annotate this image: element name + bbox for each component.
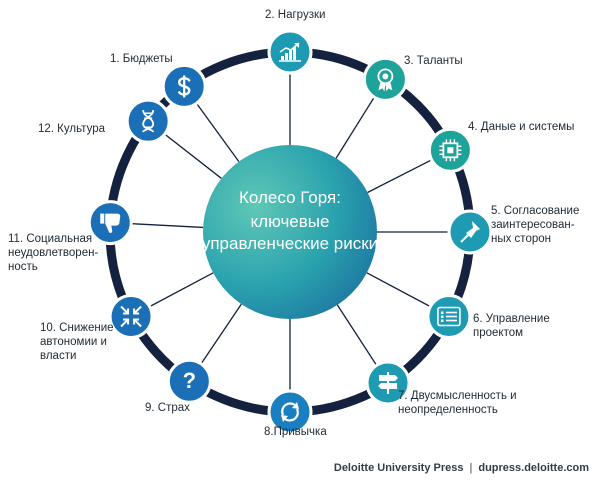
label-autonomy: 10. Снижение автономии и власти [40,322,114,362]
center-label: Колесо Горя: ключевые управленческие рис… [200,187,380,255]
node-6[interactable] [426,294,472,340]
question-icon: ? [183,368,196,393]
node-10[interactable] [108,294,154,340]
label-talents: 3. Таланты [404,55,463,67]
node-circle [108,294,154,340]
chip-icon [439,139,462,162]
label-workloads: 2. Нагрузки [265,9,326,21]
node-5[interactable] [447,209,493,255]
signpost-icon [378,371,399,394]
label-project-management: 6. Управление проектом [473,313,550,339]
label-habit: 8.Привычка [264,426,327,438]
wheel-subtitle: ключевые управленческие риски [201,212,379,253]
wheel-title: Колесо Горя: [239,188,341,207]
label-budgets: 1. Бюджеты [110,53,173,65]
shrink-arrows-icon [120,305,142,328]
node-2[interactable] [267,29,313,75]
node-circle [125,98,171,144]
publisher-name: Deloitte University Press [333,462,464,474]
node-9[interactable]: ? [166,358,212,404]
dollar-icon [177,75,191,98]
node-7[interactable] [365,360,411,406]
label-social: 11. Социальная неудовлетворен- ность [8,233,99,273]
node-circle [267,389,313,435]
node-4[interactable] [427,127,473,173]
node-3[interactable] [362,56,408,102]
node-11[interactable] [87,200,133,246]
label-ambiguity: 7. Двусмысленность и неопределенность [398,390,517,416]
label-stakeholders: 5. Согласование заинтересован- ных сторо… [491,205,580,245]
node-group: ? [87,29,493,435]
dna-icon [142,110,155,133]
center-hub [203,145,377,319]
site-url[interactable]: dupress.deloitte.com [478,462,589,474]
node-8[interactable] [267,389,313,435]
chart-growth-icon [279,42,301,62]
label-fear: 9. Страх [145,402,190,414]
node-1[interactable] [161,63,207,109]
label-data-systems: 4. Даные и системы [468,121,575,133]
thumbs-down-icon [100,213,121,233]
award-ribbon-icon [377,68,394,92]
node-12[interactable] [125,98,171,144]
cycle-arrows-icon [281,402,299,422]
label-culture: 12. Культура [38,123,105,135]
svg-text:?: ? [183,368,196,393]
checklist-icon [437,306,461,327]
node-circle [166,358,212,404]
pushpin-icon [460,221,480,243]
footer-credit: Deloitte University Press | dupress.deloit… [334,462,589,474]
credit-separator: | [469,462,473,474]
